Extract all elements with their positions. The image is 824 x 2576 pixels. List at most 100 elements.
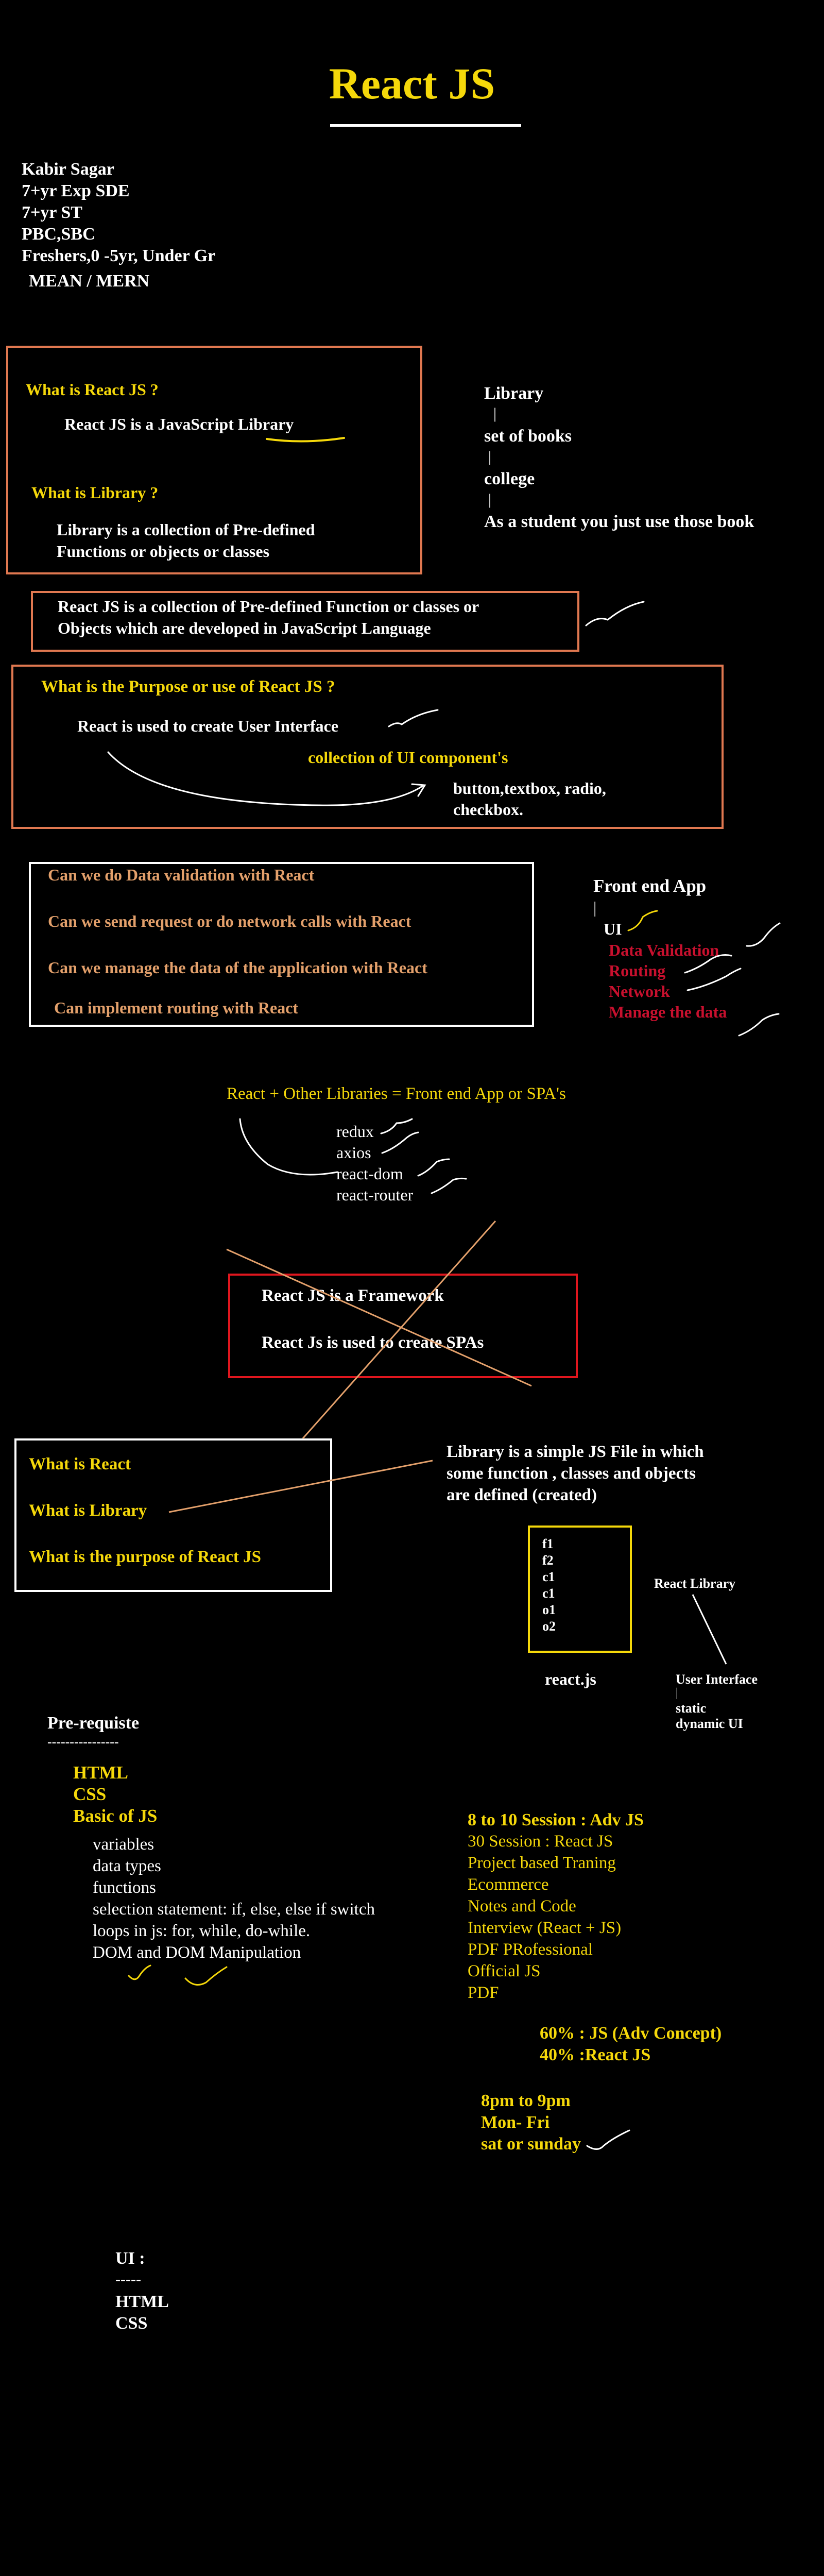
- purpose-components: button,textbox, radio,: [453, 779, 606, 798]
- library-def-line: Library is a simple JS File in which: [447, 1443, 704, 1461]
- session-item: PDF: [468, 1984, 499, 2002]
- analogy-library: Library: [484, 384, 544, 403]
- session-header: 8 to 10 Session : Adv JS: [468, 1810, 644, 1829]
- question-item: Can we manage the data of the applicatio…: [48, 958, 427, 977]
- intro-answer-library-line: Library is a collection of Pre-defined: [57, 520, 315, 539]
- session-time: 8pm to 9pm: [481, 2091, 571, 2110]
- definition-line: Objects which are developed in JavaScrip…: [58, 619, 431, 637]
- purpose-answer: React is used to create User Interface: [77, 717, 339, 735]
- library-item: react-dom: [336, 1164, 403, 1183]
- summary-item: What is Library: [29, 1501, 147, 1520]
- session-days: Mon- Fri: [481, 2113, 550, 2132]
- frontend-item: Network: [609, 982, 671, 1001]
- frontend-title: Front end App: [593, 876, 707, 896]
- check-mark: [380, 1118, 413, 1134]
- framework-line: React JS is a Framework: [262, 1286, 444, 1305]
- file-item: f2: [542, 1553, 554, 1568]
- library-item: axios: [336, 1143, 371, 1162]
- session-item: Project based Traning: [468, 1854, 616, 1872]
- author-line: 7+yr Exp SDE: [22, 181, 130, 200]
- file-item: o1: [542, 1602, 556, 1617]
- file-item: c1: [542, 1569, 555, 1584]
- prereq-sub: DOM and DOM Manipulation: [93, 1943, 301, 1962]
- page-title: React JS: [329, 59, 495, 108]
- library-item: redux: [336, 1122, 374, 1141]
- react-library-label: React Library: [654, 1576, 736, 1591]
- analogy-pipe: |: [488, 491, 492, 508]
- purpose-note: collection of UI component's: [308, 748, 508, 767]
- questions-box: [29, 862, 534, 1027]
- file-box: [528, 1526, 632, 1653]
- author-line: 7+yr ST: [22, 203, 82, 222]
- intro-question-react: What is React JS ?: [26, 380, 159, 399]
- frontend-item: Routing: [609, 961, 666, 980]
- frontend-ui: UI: [604, 920, 622, 938]
- ui-label: User Interface: [676, 1672, 758, 1687]
- summary-box: [14, 1438, 332, 1592]
- prereq-underline: ----------------: [47, 1734, 119, 1749]
- intro-box: [6, 346, 422, 574]
- author-stack: MEAN / MERN: [29, 272, 150, 291]
- intro-answer-react: React JS is a JavaScript Library: [64, 415, 294, 434]
- prereq-main: HTML: [73, 1762, 128, 1783]
- check-mark: [381, 1131, 419, 1154]
- frontend-item: Data Validation: [609, 941, 719, 959]
- title-underline: [330, 124, 521, 127]
- connector-line: [692, 1594, 727, 1665]
- author-line: PBC,SBC: [22, 225, 95, 244]
- analogy-college: college: [484, 469, 535, 488]
- library-item: react-router: [336, 1185, 414, 1204]
- definition-line: React JS is a collection of Pre-defined …: [58, 597, 479, 616]
- question-item: Can implement routing with React: [54, 998, 299, 1017]
- prereq-title: Pre-requiste: [47, 1714, 140, 1733]
- yellow-check-mark: [627, 910, 658, 931]
- session-item: Official JS: [468, 1962, 541, 1980]
- purpose-components: checkbox.: [453, 800, 523, 819]
- ui-footer-dash: -----: [115, 2270, 141, 2287]
- session-weekend: sat or sunday: [481, 2134, 581, 2154]
- check-mark: [686, 968, 742, 991]
- prereq-sub: selection statement: if, else, else if s…: [93, 1900, 375, 1919]
- ui-static: static: [676, 1701, 707, 1716]
- file-item: o2: [542, 1619, 556, 1634]
- session-item: Interview (React + JS): [468, 1919, 622, 1937]
- analogy-student: As a student you just use those book: [484, 512, 754, 531]
- intro-answer-prefix: React JS is a JavaScript: [64, 415, 238, 433]
- check-mark: [585, 601, 645, 626]
- prereq-sub: loops in js: for, while, do-while.: [93, 1922, 311, 1940]
- prereq-main: Basic of JS: [73, 1806, 158, 1826]
- definition-box: [31, 591, 579, 652]
- yellow-check-mark: [128, 1964, 151, 1980]
- intro-answer-library-line: Functions or objects or classes: [57, 542, 270, 561]
- purpose-question: What is the Purpose or use of React JS ?: [41, 677, 335, 696]
- library-def-line: some function , classes and objects: [447, 1464, 696, 1483]
- analogy-pipe: |: [488, 448, 492, 465]
- check-mark: [738, 1013, 780, 1037]
- file-caption: react.js: [545, 1670, 596, 1688]
- session-item: Ecommerce: [468, 1875, 549, 1894]
- ui-dynamic: dynamic UI: [676, 1716, 743, 1731]
- frontend-item: Manage the data: [609, 1003, 727, 1021]
- session-item: PDF PRofessional: [468, 1940, 593, 1959]
- question-item: Can we do Data validation with React: [48, 866, 315, 884]
- frontend-pipe: |: [593, 898, 597, 917]
- framework-line: React Js is used to create SPAs: [262, 1333, 484, 1352]
- libraries-equation: React + Other Libraries = Front end App …: [227, 1084, 566, 1103]
- session-item: 30 Session : React JS: [468, 1832, 613, 1851]
- check-mark: [417, 1158, 450, 1177]
- check-mark: [586, 2129, 630, 2150]
- purpose-box: [11, 665, 724, 829]
- file-item: f1: [542, 1536, 554, 1551]
- curve-line: [239, 1118, 338, 1176]
- file-item: c1: [542, 1586, 555, 1601]
- analogy-pipe: |: [493, 405, 497, 422]
- summary-item: What is the purpose of React JS: [29, 1548, 261, 1566]
- prereq-sub: variables: [93, 1835, 154, 1854]
- prereq-sub: functions: [93, 1878, 156, 1897]
- prereq-main: CSS: [73, 1784, 107, 1804]
- author-line: Freshers,0 -5yr, Under Gr: [22, 246, 216, 265]
- prereq-sub: data types: [93, 1857, 161, 1875]
- summary-item: What is React: [29, 1455, 131, 1473]
- ui-pipe: |: [676, 1686, 678, 1700]
- yellow-check-mark: [184, 1966, 228, 1986]
